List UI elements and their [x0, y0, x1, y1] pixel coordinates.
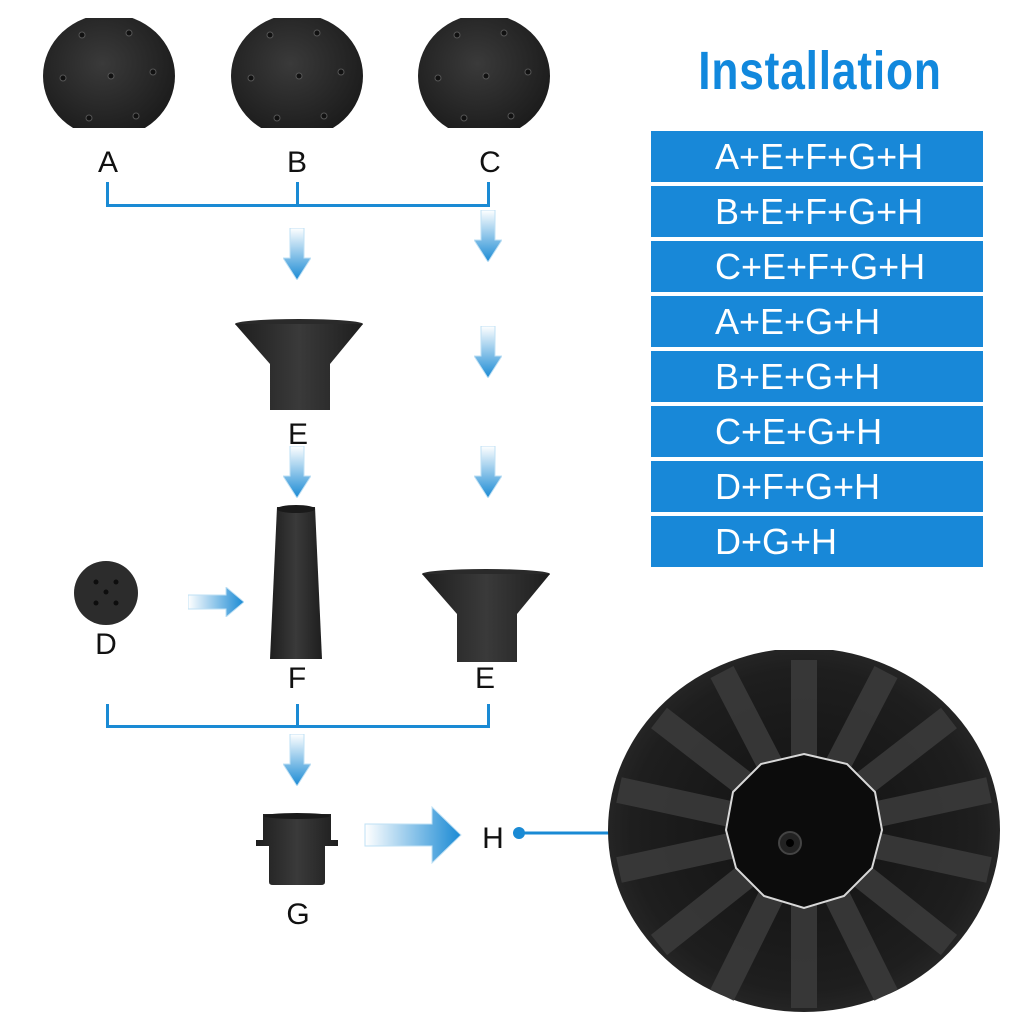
connector-line: [106, 704, 109, 728]
connector-line: [487, 704, 490, 728]
combination-row: C+E+G+H: [651, 406, 983, 457]
connector-line: [487, 182, 490, 207]
combination-row: A+E+G+H: [651, 296, 983, 347]
label-f: F: [287, 662, 307, 695]
combination-row: B+E+F+G+H: [651, 186, 983, 237]
arrow-right-icon: [364, 806, 462, 864]
connector-line: [296, 182, 299, 207]
combination-table: A+E+F+G+H B+E+F+G+H C+E+F+G+H A+E+G+H B+…: [651, 131, 983, 571]
combination-row: A+E+F+G+H: [651, 131, 983, 182]
installation-title: Installation: [698, 41, 942, 101]
nozzle-a-icon: [43, 18, 175, 128]
nozzle-d-icon: [74, 561, 138, 625]
nozzle-b-icon: [231, 18, 363, 128]
arrow-down-icon: [474, 446, 502, 498]
adapter-g-icon: [256, 813, 338, 885]
connector-line: [106, 725, 490, 728]
arrow-down-icon: [474, 326, 502, 378]
label-d: D: [95, 628, 117, 661]
combination-row: D+G+H: [651, 516, 983, 567]
connector-line: [296, 704, 299, 728]
funnel-e-icon: [422, 569, 550, 662]
label-h: H: [482, 822, 504, 855]
label-a: A: [97, 146, 119, 179]
arrow-down-icon: [283, 734, 311, 786]
combination-row: C+E+F+G+H: [651, 241, 983, 292]
label-e: E: [287, 418, 309, 451]
arrow-down-icon: [283, 228, 311, 280]
label-g: G: [286, 898, 310, 931]
funnel-e-icon: [235, 319, 363, 410]
arrow-right-icon: [188, 587, 244, 617]
combination-row: D+F+G+H: [651, 461, 983, 512]
nozzle-c-icon: [418, 18, 550, 128]
connector-line: [106, 204, 490, 207]
label-b: B: [286, 146, 308, 179]
connector-line: [106, 182, 109, 207]
arrow-down-icon: [283, 446, 311, 498]
extension-f-icon: [270, 505, 322, 659]
label-e: E: [474, 662, 496, 695]
solar-fountain-h-icon: [608, 650, 1000, 1012]
arrow-down-icon: [474, 210, 502, 262]
combination-row: B+E+G+H: [651, 351, 983, 402]
label-c: C: [479, 146, 501, 179]
